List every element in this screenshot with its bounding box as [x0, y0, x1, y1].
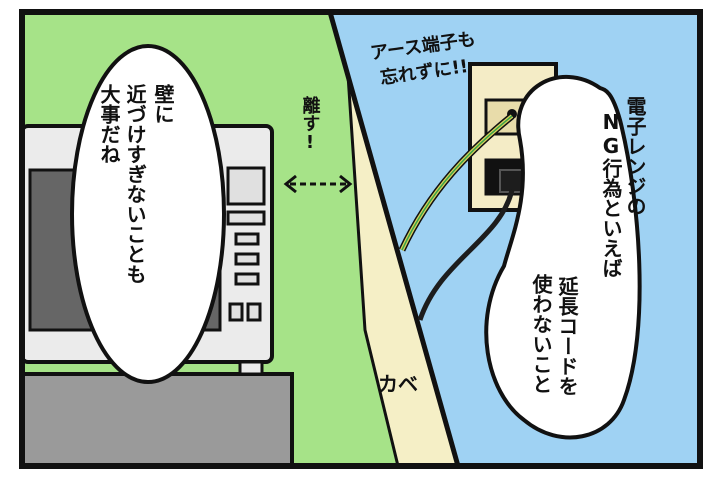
microwave-button: [234, 272, 260, 286]
wall-boundary-line: [327, 11, 461, 467]
bubble-left-line-3: 大事だね: [97, 84, 121, 164]
microwave-display: [226, 166, 266, 206]
double-arrow-icon: [283, 174, 353, 194]
panel-border: [19, 9, 703, 469]
bubble-right-line-3: 延長コードを: [555, 276, 579, 396]
speech-bubble-left: [70, 44, 226, 384]
microwave-button: [226, 210, 266, 226]
separate-annotation: 離す!: [299, 96, 321, 153]
speech-bubble-right: [484, 75, 642, 440]
power-cord: [417, 189, 515, 321]
bubble-left-line-1: 壁に: [151, 84, 175, 124]
microwave-button: [246, 302, 262, 322]
microwave-foot: [238, 360, 264, 376]
bubble-right-line-1: 電子レンジの: [623, 96, 647, 216]
microwave-button: [234, 252, 260, 266]
bubble-right-line-2: NG行為といえば: [599, 110, 623, 278]
bubble-right-line-4: 使わないこと: [529, 274, 553, 394]
microwave-button: [228, 302, 244, 322]
counter: [20, 372, 294, 468]
bubble-left-line-2: 近づけすぎないことも: [123, 84, 147, 284]
microwave-button: [234, 232, 260, 246]
ground-wire-stripe: [401, 115, 513, 251]
wall-label: カベ: [378, 372, 418, 396]
